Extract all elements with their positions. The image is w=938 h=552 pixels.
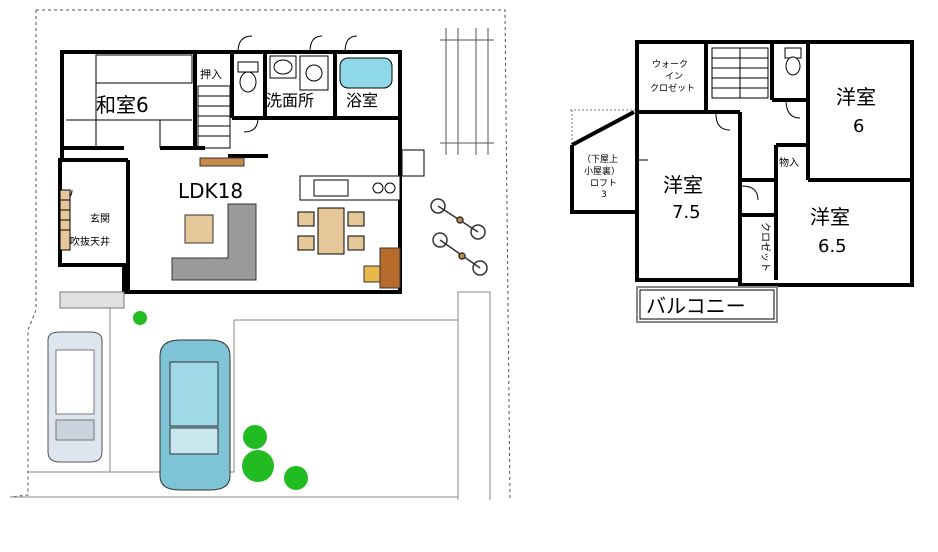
staircase-2f — [711, 47, 769, 99]
balcony-label: バルコニー — [646, 294, 746, 318]
room-label-youshitsu-c: 洋室 — [810, 205, 850, 229]
room-label-loft-2: 小屋裏） — [584, 165, 620, 177]
floor1-plan: 和室6 押入 洗面所 浴室 LDK18 玄関 吹抜天井 — [9, 9, 511, 501]
room-label-walkin-1: ウォーク — [652, 59, 688, 70]
room-label-fukinuke: 吹抜天井 — [70, 235, 110, 248]
tree — [242, 450, 274, 482]
porch — [59, 291, 125, 309]
trellis — [440, 28, 494, 155]
chair — [363, 265, 381, 283]
property-boundary-top — [36, 9, 511, 501]
room-label-youshitsu-c-size: 6.5 — [818, 236, 847, 257]
kitchen-counter — [299, 175, 401, 201]
room-label-youshitsu-a-size: 7.5 — [672, 202, 701, 223]
door-arcs-2f — [637, 99, 801, 201]
room-label-loft-1: （下屋上 — [582, 154, 618, 165]
bicycles — [430, 198, 488, 276]
room-label-washitsu: 和室6 — [96, 93, 149, 117]
room-label-oshiire: 押入 — [200, 67, 222, 81]
room-label-walkin-3: クロゼット — [650, 82, 695, 94]
room-label-monoire: 物入 — [779, 156, 799, 169]
bathtub — [339, 57, 393, 89]
sofa — [171, 203, 257, 281]
tree — [243, 425, 267, 449]
room-label-ldk: LDK18 — [178, 179, 243, 203]
room-label-yokushitsu: 浴室 — [346, 91, 378, 110]
toilet-2f — [784, 47, 802, 76]
room-label-closet: クロゼット — [759, 222, 771, 272]
genkan-steps — [59, 189, 71, 251]
car-silver — [47, 331, 103, 463]
loft-wall — [570, 110, 636, 214]
staircase-1f — [197, 85, 231, 149]
floor2-plan: ウォーク イン クロゼット （下屋上 小屋裏） ロフト 3 洋室 7.5 洋室 … — [570, 40, 914, 323]
room-label-loft-3: ロフト — [590, 179, 617, 189]
shrub — [133, 311, 147, 325]
desk — [379, 247, 401, 289]
property-boundary — [9, 10, 37, 498]
room-label-senmenjo: 洗面所 — [266, 91, 314, 110]
room-label-genkan: 玄関 — [90, 212, 110, 225]
room-label-youshitsu-a: 洋室 — [663, 173, 703, 197]
house-outer-wall — [58, 50, 402, 294]
balcony — [636, 286, 778, 323]
room-label-youshitsu-b-size: 6 — [853, 116, 864, 137]
fridge — [401, 149, 425, 177]
tv-stand — [199, 157, 245, 167]
car-blue — [159, 339, 231, 491]
tatami — [95, 54, 193, 84]
tree — [284, 466, 308, 490]
room-label-walkin-2: イン — [665, 72, 683, 82]
dining-set — [297, 207, 365, 255]
washbasin — [269, 55, 329, 91]
toilet-1f — [237, 61, 259, 93]
room-label-youshitsu-b: 洋室 — [836, 85, 876, 109]
room-label-loft-4: 3 — [601, 190, 607, 200]
